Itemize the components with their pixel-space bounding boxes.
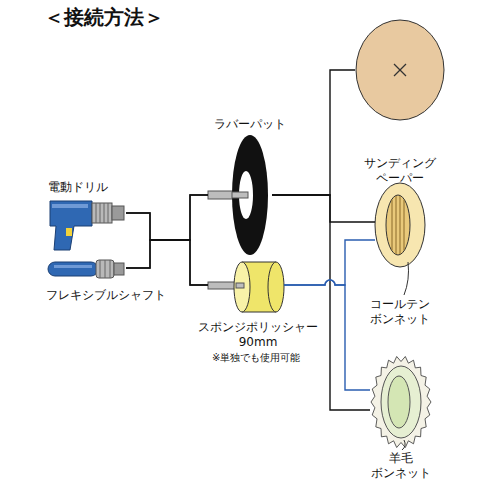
- corduroy-bonnet-node: コールテン ボンネット: [375, 183, 425, 267]
- wool-fuzz: [371, 357, 431, 448]
- sponge-polisher-node: スポンジポリッシャー 90mm: [208, 258, 284, 316]
- part-name: スポンジポリッシャー 90mm: [192, 320, 324, 350]
- flexible-shaft-figure: [48, 260, 124, 278]
- connector-line: [126, 240, 208, 285]
- note-text: ※単独でも使用可能: [212, 352, 300, 364]
- part-name: 電動ドリル: [48, 180, 108, 195]
- part-name: コールテン ボンネット: [363, 297, 437, 327]
- wool-bonnet-node: 羊毛 ボンネット: [370, 355, 432, 449]
- rubber-pad-figure: [208, 135, 268, 255]
- flexible-shaft-node: フレキシブルシャフト: [48, 256, 126, 282]
- drill-figure: [50, 201, 124, 250]
- connector-line: [284, 240, 375, 285]
- connector-line: [126, 213, 208, 285]
- connector-line: [272, 195, 375, 222]
- connector-line: [284, 280, 370, 390]
- connector-line: [126, 195, 208, 240]
- connector-line: [126, 195, 208, 268]
- sponge-polisher-figure: [208, 262, 284, 312]
- wool-bonnet-figure: [371, 357, 431, 451]
- sanding-paper-node: サンディング ペーパー: [355, 20, 445, 120]
- part-name: サンディング ペーパー: [355, 156, 445, 186]
- part-name: 羊毛 ボンネット: [364, 451, 438, 481]
- rubber-pad-node: ラバーパット: [208, 135, 272, 255]
- part-name: フレキシブルシャフト: [46, 288, 166, 303]
- sanding-paper-figure: [356, 20, 444, 120]
- connector-line: [272, 195, 370, 410]
- connector-line: [272, 70, 355, 195]
- drill-node: 電動ドリル: [48, 198, 126, 250]
- corduroy-bonnet-figure: [375, 183, 425, 295]
- diagram-title: ＜接続方法＞: [44, 4, 164, 31]
- part-name: ラバーパット: [210, 117, 290, 132]
